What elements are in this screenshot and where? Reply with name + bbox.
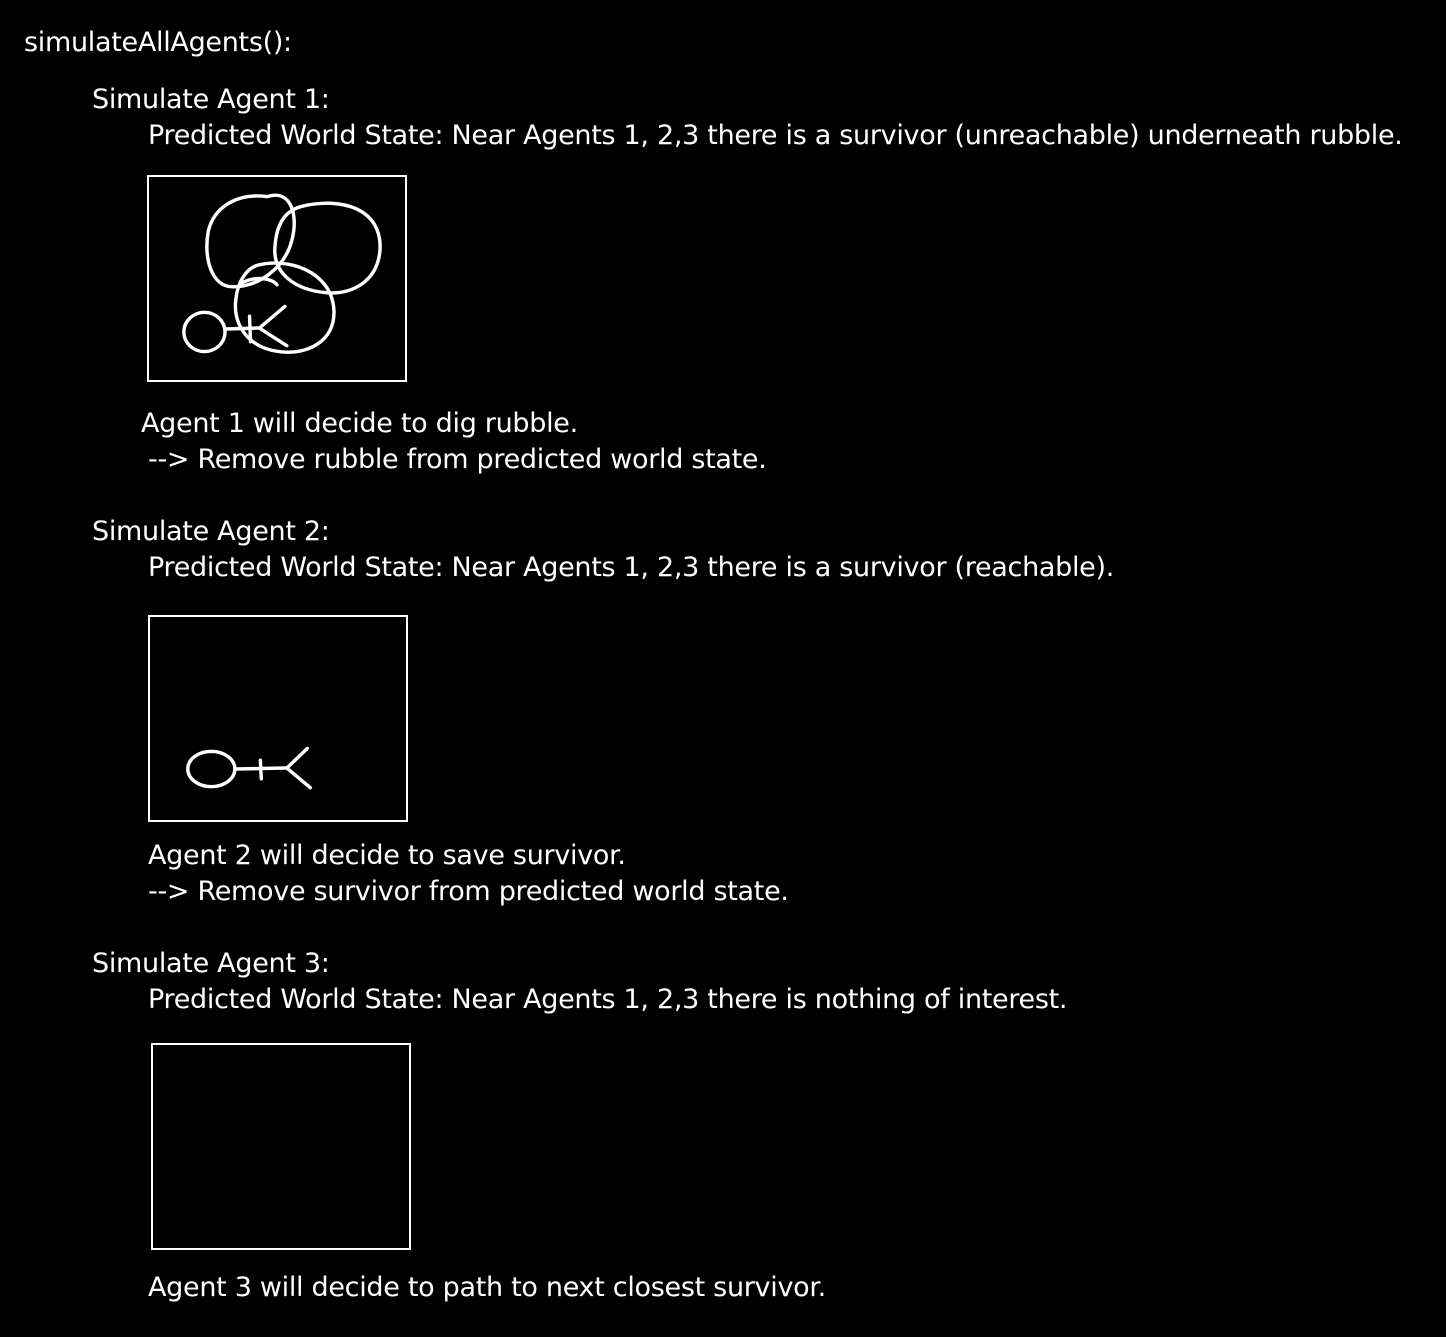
rubble-blob-3 xyxy=(233,261,336,354)
agent-2-predicted-state: Predicted World State: Near Agents 1, 2,… xyxy=(148,552,1115,583)
survivor-body-icon xyxy=(233,746,313,790)
rubble-blob-4 xyxy=(236,276,279,289)
agent-2-world-state-sketch xyxy=(148,615,408,822)
survivor-head-icon xyxy=(186,749,237,789)
survivor-drawing xyxy=(186,746,313,790)
agent-1-decision: Agent 1 will decide to dig rubble. xyxy=(141,408,578,439)
agent-1-world-state-sketch xyxy=(147,175,407,382)
agent-3-world-state-sketch xyxy=(151,1043,411,1250)
rubble-blob-1 xyxy=(205,193,296,289)
agent-1-action: --> Remove rubble from predicted world s… xyxy=(148,444,767,475)
rubble-and-survivor-drawing xyxy=(182,193,382,354)
agent-3-predicted-state: Predicted World State: Near Agents 1, 2,… xyxy=(148,984,1068,1015)
agent-3-decision: Agent 3 will decide to path to next clos… xyxy=(148,1272,826,1303)
agent-1-heading: Simulate Agent 1: xyxy=(92,84,330,115)
agent-3-heading: Simulate Agent 3: xyxy=(92,948,330,979)
agent-2-action: --> Remove survivor from predicted world… xyxy=(148,876,789,907)
agent-2-decision: Agent 2 will decide to save survivor. xyxy=(148,840,626,871)
survivor-head-icon xyxy=(182,310,227,354)
function-header: simulateAllAgents(): xyxy=(24,27,292,58)
survivor-body-icon xyxy=(223,304,289,348)
agent-2-heading: Simulate Agent 2: xyxy=(92,516,330,547)
agent-1-predicted-state: Predicted World State: Near Agents 1, 2,… xyxy=(148,120,1403,151)
rubble-blob-2 xyxy=(273,201,382,295)
